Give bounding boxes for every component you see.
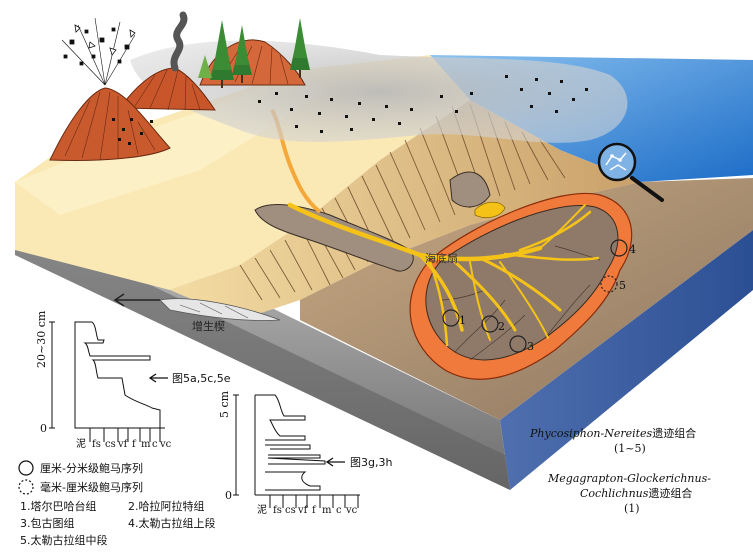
legend-item-5: 5.太勒古拉组中段 [20,533,108,547]
continental-slope [170,100,640,320]
col-a-axis-5: m [141,439,151,450]
site-1-circle [442,309,460,327]
svg-text:Cochlichnus遗迹组合: Cochlichnus遗迹组合 [580,486,692,500]
site-2-label: 2 [498,320,505,333]
column-b-zero: 0 [225,489,232,502]
assemblages: Phycosiphon-Nereites遗迹组合 (1~5) Megagrapt… [529,426,711,515]
column-a-zero: 0 [40,422,47,435]
column-a-scale: 20~30 cm [35,310,48,368]
movement-arrow [113,293,160,307]
col-b-axis-6: c [336,505,342,516]
site-2-circle [481,315,499,333]
site-3-label: 3 [527,340,534,353]
site-4-circle [610,239,628,257]
block-right-face [500,230,753,490]
slump-body [254,204,414,272]
slope-hatching [239,103,566,301]
column-b: 5 cm 0 泥 fs cs vf f m c vc [218,390,392,516]
ejecta [61,17,136,86]
col-b-axis-0: 泥 [257,503,267,516]
column-a-arrow [148,373,168,383]
solid-circle-symbol [18,460,34,476]
assemblage-2-suffix: 遗迹组合 [648,486,692,500]
col-b-axis-2: cs [285,505,296,516]
legend-item-2: 2.哈拉阿拉特组 [128,499,205,513]
col-a-axis-0: 泥 [76,437,86,450]
column-a: 20~30 cm 0 泥 fs cs vf f m c vc 图5a,5c,5e [35,310,231,450]
col-a-axis-2: cs [105,439,116,450]
site-4-label: 4 [629,243,636,256]
col-b-axis-3: vf [297,505,309,516]
column-b-scale: 5 cm [218,390,231,418]
accretionary-wedge-label: 增生楔 [192,319,225,333]
block-diagram: 1 2 3 4 5 海底扇 增生楔 [15,55,753,490]
col-b-axis-5: m [322,505,332,516]
legend-item-3: 3.包古图组 [20,516,75,530]
ash-particles [258,75,588,133]
trees [198,18,310,88]
col-a-axis-6: c [152,439,158,450]
column-a-profile [74,321,161,429]
legend-dashed-circle: 毫米-厘米级鲍马序列 [40,480,143,494]
assemblage-1-name: Phycosiphon-Nereites [529,427,653,440]
site-1-label: 1 [459,314,466,327]
submarine-fan-label: 海底扇 [425,251,458,265]
col-a-axis-4: f [132,439,137,450]
col-a-axis-3: vf [117,439,129,450]
distributary-channels [287,202,600,347]
assemblage-2-line1: Megagrapton-Glockerichnus- [547,472,711,485]
col-b-axis-7: vc [345,505,358,516]
dashed-circle-symbol [18,479,34,495]
accretionary-wedge [159,298,281,321]
col-b-axis-4: f [312,505,317,516]
assemblage-1-range: (1~5) [614,442,646,455]
sample-sites [442,239,628,353]
site-5-label: 5 [619,279,626,292]
assemblage-2-line2: Cochlichnus [580,487,649,500]
svg-text:Phycosiphon-Nereites遗迹组合: Phycosiphon-Nereites遗迹组合 [529,426,696,440]
column-a-pointer: 图5a,5c,5e [172,372,231,385]
legend-item-4: 4.太勒古拉组上段 [128,516,216,530]
col-b-axis-1: fs [273,505,282,516]
col-a-axis-1: fs [92,439,101,450]
col-a-axis-7: vc [159,439,172,450]
assemblage-2-range: (1) [624,502,640,515]
assemblage-1-suffix: 遗迹组合 [652,426,696,440]
site-5-circle [600,275,618,293]
column-b-pointer: 图3g,3h [350,456,392,469]
magnifier-icon [597,142,664,202]
legend: 厘米-分米级鲍马序列 毫米-厘米级鲍马序列 1.塔尔巴哈台组 2.哈拉阿拉特组 … [18,460,216,547]
legend-solid-circle: 厘米-分米级鲍马序列 [40,461,143,475]
erupting-volcano [49,87,171,161]
column-b-arrow [325,457,345,467]
site-3-circle [509,335,527,353]
column-b-profile [254,394,360,496]
volcanoes [49,11,310,161]
legend-item-1: 1.塔尔巴哈台组 [20,499,97,513]
